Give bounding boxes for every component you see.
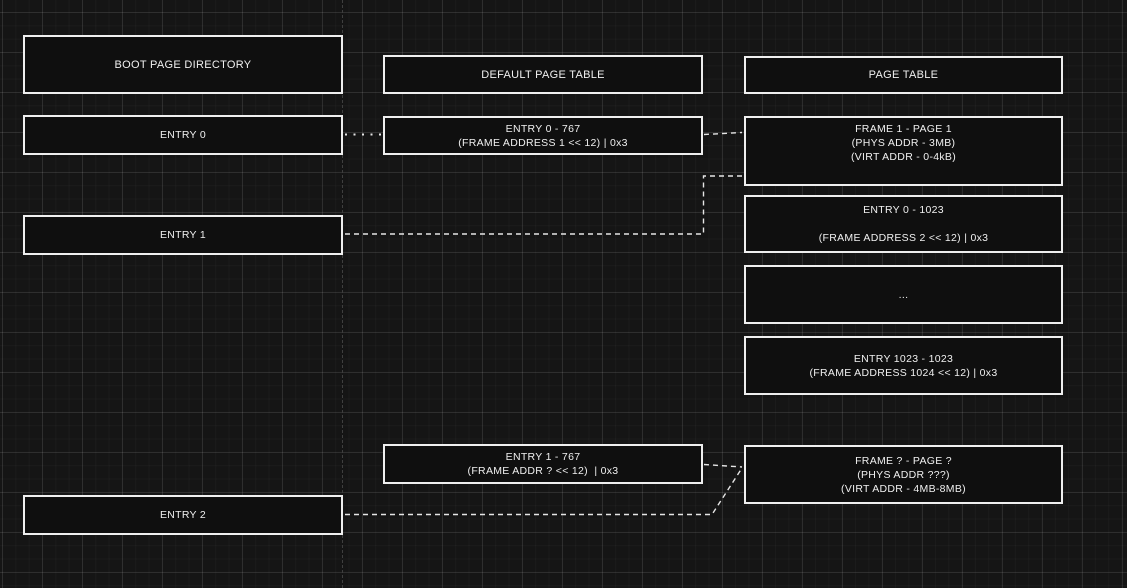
node-label: BOOT PAGE DIRECTORY: [114, 58, 252, 71]
node-sublabel: (VIRT ADDR - 4MB-8MB): [841, 482, 966, 495]
node-label: ENTRY 1: [159, 229, 207, 241]
node-label: FRAME ? - PAGE ?: [855, 454, 952, 467]
node-label: ENTRY 0 - 1023: [863, 204, 944, 216]
node-sublabel: (FRAME ADDRESS 1024 << 12) | 0x3: [809, 366, 998, 379]
node-label: ENTRY 1023 - 1023: [853, 352, 954, 365]
node-ellipsis: ...: [744, 265, 1063, 324]
node-frame-q-page-q: FRAME ? - PAGE ? (PHYS ADDR ???) (VIRT A…: [744, 445, 1063, 504]
node-frame1-page1: FRAME 1 - PAGE 1 (PHYS ADDR - 3MB) (VIRT…: [744, 116, 1063, 186]
node-sublabel: (FRAME ADDRESS 2 << 12) | 0x3: [818, 232, 989, 244]
node-label: ENTRY 0: [159, 129, 207, 141]
node-sublabel: (PHYS ADDR ???): [857, 468, 950, 481]
connector-entry1-767-to-frame-q: [703, 463, 743, 468]
node-label: DEFAULT PAGE TABLE: [481, 68, 605, 81]
node-label: ENTRY 1 - 767: [505, 451, 581, 463]
node-entry2: ENTRY 2: [23, 495, 343, 535]
node-sublabel: (FRAME ADDRESS 1 << 12) | 0x3: [458, 136, 628, 149]
node-default-page-table: DEFAULT PAGE TABLE: [383, 55, 703, 94]
node-entry1023-1023: ENTRY 1023 - 1023 (FRAME ADDRESS 1024 <<…: [744, 336, 1063, 395]
node-label: ENTRY 2: [159, 509, 207, 521]
node-entry1-767: ENTRY 1 - 767 (FRAME ADDR ? << 12) | 0x3: [383, 444, 703, 484]
node-entry1: ENTRY 1: [23, 215, 343, 255]
node-sublabel: (VIRT ADDR - 0-4kB): [850, 151, 957, 163]
node-label: ENTRY 0 - 767: [505, 122, 581, 135]
node-entry0-1023: ENTRY 0 - 1023 (FRAME ADDRESS 2 << 12) |…: [744, 195, 1063, 253]
node-boot-page-directory: BOOT PAGE DIRECTORY: [23, 35, 343, 94]
node-entry0: ENTRY 0: [23, 115, 343, 155]
node-entry0-767: ENTRY 0 - 767 (FRAME ADDRESS 1 << 12) | …: [383, 116, 703, 155]
node-sublabel: (PHYS ADDR - 3MB): [851, 137, 956, 149]
node-label: FRAME 1 - PAGE 1: [855, 123, 952, 135]
connector-entry0-767-to-frame1: [703, 131, 743, 136]
node-label: ...: [898, 288, 909, 301]
node-page-table: PAGE TABLE: [744, 56, 1063, 94]
node-label: PAGE TABLE: [868, 69, 939, 81]
page-boundary-guide: [342, 0, 343, 588]
node-sublabel: (FRAME ADDR ? << 12) | 0x3: [467, 465, 619, 477]
connector-entry1-to-frame1: [345, 175, 742, 235]
